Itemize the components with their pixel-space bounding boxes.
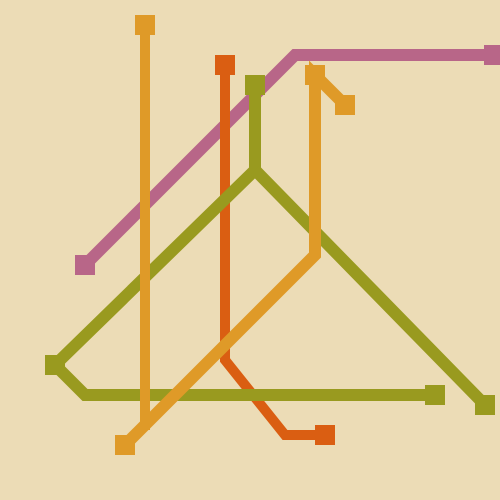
pink-line-end-right[interactable] <box>484 45 500 65</box>
amber-line-diagonal-node-top[interactable] <box>305 65 325 85</box>
pink-line[interactable] <box>80 49 493 270</box>
pink-line-end-left[interactable] <box>75 255 95 275</box>
pink-line-group[interactable] <box>75 45 500 275</box>
olive-line-branch[interactable] <box>250 165 490 410</box>
amber-line-diagonal-end-right[interactable] <box>335 95 355 115</box>
olive-line-end-right[interactable] <box>475 395 495 415</box>
orange-line-end-bottom[interactable] <box>315 425 335 445</box>
amber-line-diagonal[interactable] <box>120 60 350 450</box>
olive-line-end-bottom[interactable] <box>425 385 445 405</box>
amber-line-diagonal-end-bottom[interactable] <box>115 435 135 455</box>
olive-line-node-left[interactable] <box>45 355 65 375</box>
amber-line-diagonal-group[interactable] <box>115 60 355 455</box>
amber-line-vertical-end-top[interactable] <box>135 15 155 35</box>
amber-line-vertical-group[interactable] <box>135 15 155 430</box>
orange-line-end-top[interactable] <box>215 55 235 75</box>
olive-line-end-top[interactable] <box>245 75 265 95</box>
olive-line-group[interactable] <box>45 75 495 415</box>
